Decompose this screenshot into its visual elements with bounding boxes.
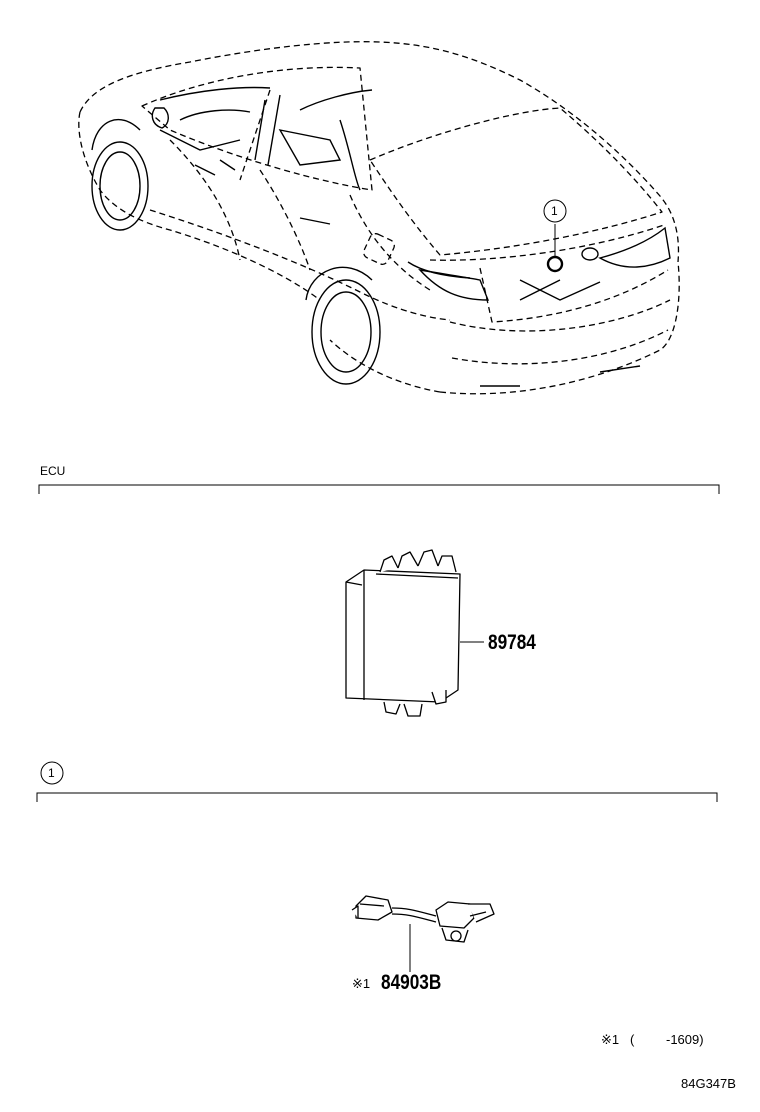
callout-section-bracket: [36, 792, 718, 802]
diagram-code: 84G347B: [681, 1076, 736, 1091]
car-solid-details: [91, 86, 671, 387]
ecu-part-number[interactable]: 89784: [488, 631, 536, 654]
harness-part-prefix: ※1: [352, 976, 371, 991]
harness-part-number[interactable]: 84903B: [381, 971, 442, 994]
car-callout-number: 1: [551, 204, 558, 218]
ecu-module-drawing: [345, 549, 484, 717]
callout-section-number: 1: [48, 766, 55, 780]
footnote-range: -1609): [666, 1032, 704, 1047]
footnote-open-paren: (: [630, 1032, 635, 1047]
car-callout-marker: [543, 199, 567, 273]
car-illustration: [78, 41, 680, 395]
ecu-section-title: ECU: [40, 464, 66, 478]
callout-section-marker: [40, 761, 64, 785]
wire-harness-drawing: [351, 895, 495, 972]
footnote-mark: ※1: [601, 1032, 620, 1047]
ecu-section-bracket: [38, 484, 720, 494]
